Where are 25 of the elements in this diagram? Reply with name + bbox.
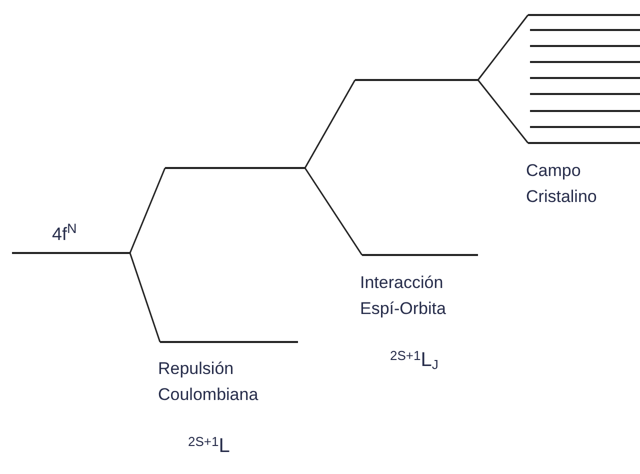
- energy-level-line: [362, 254, 478, 256]
- connector-line: [129, 168, 166, 254]
- energy-level-line: [528, 14, 640, 16]
- energy-level-line: [160, 341, 298, 343]
- energy-level-line: [530, 93, 640, 95]
- energy-level-line: [530, 29, 640, 31]
- connector-line: [129, 252, 161, 342]
- interaction-label: Repulsión Coulombiana: [158, 358, 260, 406]
- connector-line: [477, 14, 529, 80]
- energy-level-line: [355, 79, 478, 81]
- energy-level-line: [530, 45, 640, 47]
- connector-line: [477, 80, 529, 144]
- energy-level-line: [530, 77, 640, 79]
- interaction-label: Campo Cristalino: [526, 160, 598, 208]
- energy-level-line: [530, 110, 640, 112]
- connector-line: [304, 168, 363, 256]
- energy-level-line: [530, 61, 640, 63]
- term-symbol: $^{2S+1}$L$_{J}$: [390, 346, 440, 374]
- energy-level-line: [530, 126, 640, 128]
- energy-level-line: [165, 167, 305, 169]
- energy-level-line: [528, 142, 640, 144]
- connector-line: [304, 80, 356, 168]
- level-label: 4f$^{N}$: [52, 221, 77, 246]
- term-symbol: $^{2S+1}$L: [188, 432, 231, 459]
- interaction-label: Interacción Espí-Orbita: [360, 272, 447, 320]
